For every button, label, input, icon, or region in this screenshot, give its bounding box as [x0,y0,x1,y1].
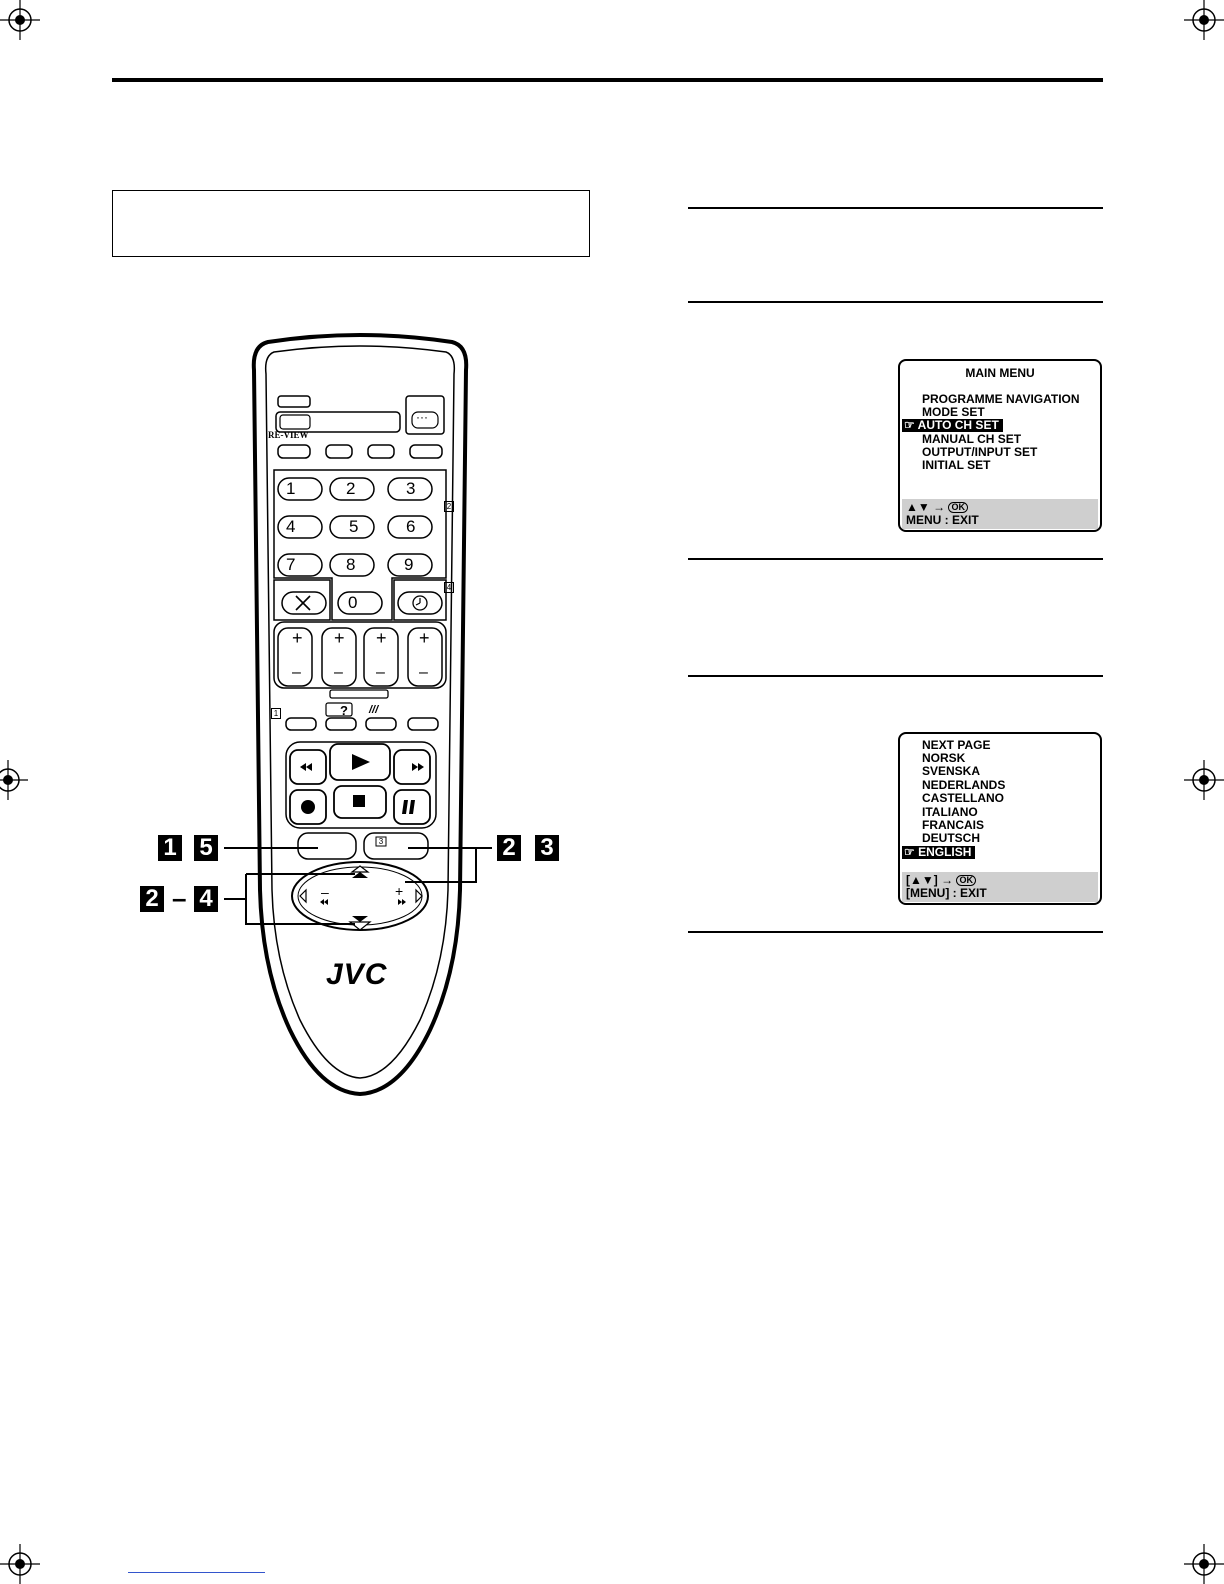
rocker-minus-1[interactable]: – [292,664,301,681]
registration-mark-icon [1184,760,1224,800]
registration-mark-icon [0,0,40,40]
key-0[interactable]: 0 [348,593,358,612]
menu-item: MODE SET [922,405,985,419]
step-divider [688,558,1103,560]
slash-label: /// [369,704,379,716]
step-divider [688,207,1103,209]
key-1[interactable]: 1 [286,479,296,498]
language-screen: NEXT PAGE NORSK SVENSKA NEDERLANDS CASTE… [898,732,1102,905]
tag-4: 4 [444,582,454,593]
menu-item-selected: ☞ ENGLISH [902,845,976,860]
ok-badge: OK [948,502,968,514]
brand-logo: JVC [326,958,388,991]
key-6[interactable]: 6 [406,517,416,536]
arrow-right-icon: → [933,500,946,514]
tag-3: 3 [378,837,384,846]
step-badge: 1 [158,835,182,861]
menu-item: INITIAL SET [922,458,991,472]
key-4[interactable]: 4 [286,517,296,536]
step-badge: 2 [140,886,164,912]
registration-mark-icon [1184,1544,1224,1584]
exit-hint: [MENU] : EXIT [906,886,987,900]
menu-item: PROGRAMME NAVIGATION [922,392,1080,406]
menu-item: FRANCAIS [922,818,984,832]
step-badge: 4 [194,886,218,912]
registration-mark-icon [0,760,28,800]
main-menu-screen: MAIN MENU PROGRAMME NAVIGATION MODE SET … [898,359,1102,532]
screen-footer: [▲▼] → OK [MENU] : EXIT [902,872,1098,902]
menu-item: OUTPUT/INPUT SET [922,445,1038,459]
menu-item: MANUAL CH SET [922,432,1022,446]
rocker-minus-3[interactable]: – [376,664,385,681]
step-divider [688,301,1103,303]
key-9[interactable]: 9 [404,555,414,574]
menu-item: NORSK [922,751,966,765]
review-label: RE-VIEW [268,430,309,440]
key-8[interactable]: 8 [346,555,356,574]
rocker-plus-3[interactable]: + [376,628,387,648]
exit-hint: MENU : EXIT [906,513,979,527]
note-box [112,190,590,257]
rocker-plus-2[interactable]: + [334,628,345,648]
updown-arrows: ▲▼ [906,500,930,514]
pointer-icon: ☞ [904,845,919,859]
joystick-minus[interactable]: – [321,884,329,900]
key-3[interactable]: 3 [406,479,416,498]
step-badge: 3 [535,835,559,861]
key-5[interactable]: 5 [349,517,359,536]
tag-2: 2 [444,501,454,512]
arrow-right-icon: → [941,873,954,887]
rocker-plus-1[interactable]: + [292,628,303,648]
joystick-plus[interactable]: + [395,883,404,899]
key-2[interactable]: 2 [346,479,356,498]
menu-item: DEUTSCH [922,831,981,845]
menu-item: NEXT PAGE [922,738,991,752]
screen-footer: ▲▼ → OK MENU : EXIT [902,499,1098,529]
menu-item: CASTELLANO [922,791,1004,805]
rocker-plus-4[interactable]: + [419,628,430,648]
remote-control-illustration [251,333,469,1097]
menu-item-selected: ☞ AUTO CH SET [902,418,1003,433]
step-badge: 2 [497,835,521,861]
menu-item: SVENSKA [922,764,981,778]
step-divider [688,931,1103,933]
pointer-icon: ☞ [904,418,918,432]
rocker-minus-2[interactable]: – [334,664,343,681]
help-label: ? [340,703,348,718]
key-7[interactable]: 7 [286,555,296,574]
updown-arrows: [▲▼] [906,873,938,887]
ellipsis-label: ··· [416,410,428,424]
step-divider [688,675,1103,677]
screen-title: MAIN MENU [965,366,1035,380]
ok-badge: OK [956,875,976,887]
step-badge: 5 [194,835,218,861]
tag-1: 1 [271,708,281,719]
menu-item: NEDERLANDS [922,778,1006,792]
range-dash: – [172,883,187,913]
menu-item: ITALIANO [922,805,978,819]
header-rule [112,78,1103,82]
footer-link-underline [128,1572,265,1573]
registration-mark-icon [1184,0,1224,40]
callout-lines [224,847,492,925]
rocker-minus-4[interactable]: – [419,664,428,681]
registration-mark-icon [0,1544,40,1584]
